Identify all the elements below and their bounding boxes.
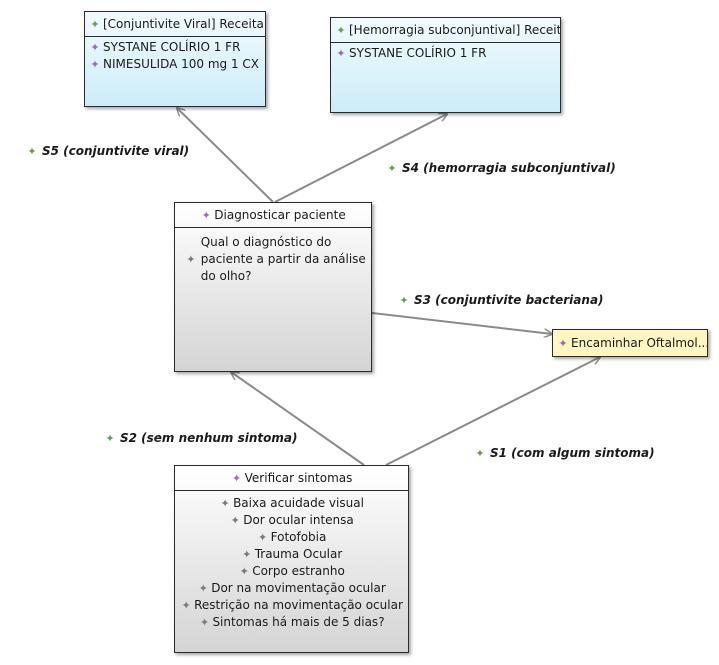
list-item[interactable]: ✦Dor ocular intensa: [230, 513, 354, 527]
sparkle-icon: ✦: [90, 41, 100, 54]
list-item[interactable]: ✦Trauma Ocular: [242, 547, 343, 561]
node-header: ✦Verificar sintomas: [175, 466, 408, 491]
edge-label-s1[interactable]: ✦S1 (com algum sintoma): [475, 446, 655, 460]
node-title: Diagnosticar paciente: [214, 208, 346, 222]
node-header: ✦Diagnosticar paciente: [175, 203, 371, 228]
list-item[interactable]: ✦SYSTANE COLÍRIO 1 FR: [90, 40, 241, 54]
node-header: ✦Encaminhar Oftalmol...: [553, 330, 707, 356]
node-title: Encaminhar Oftalmol...: [571, 336, 707, 350]
sparkle-icon: ✦: [232, 472, 242, 485]
node-verificar-sintomas[interactable]: ✦Verificar sintomas ✦Baixa acuidade visu…: [174, 465, 409, 653]
question-row[interactable]: ✦ Qual o diagnóstico do paciente a parti…: [175, 228, 371, 285]
edge-s3-line[interactable]: [371, 312, 552, 334]
node-title: Verificar sintomas: [244, 471, 353, 485]
edge-s2-line[interactable]: [231, 372, 365, 466]
node-body: ✦SYSTANE COLÍRIO 1 FR: [331, 43, 560, 64]
question-text: Qual o diagnóstico do paciente a partir …: [200, 235, 366, 283]
list-item[interactable]: ✦Restrição na movimentação ocular: [181, 598, 403, 612]
node-body: ✦Baixa acuidade visual ✦Dor ocular inten…: [175, 491, 408, 633]
sparkle-icon: ✦: [198, 582, 208, 595]
sparkle-icon: ✦: [336, 24, 346, 37]
edge-s1-line[interactable]: [385, 357, 600, 466]
node-hemorragia-subconjuntival-receita[interactable]: ✦[Hemorragia subconjuntival] Receita ✦SY…: [330, 17, 561, 113]
sparkle-icon: ✦: [201, 209, 211, 222]
node-title: [Hemorragia subconjuntival] Receita: [349, 23, 560, 37]
edge-label-s5[interactable]: ✦S5 (conjuntivite viral): [27, 144, 190, 158]
list-item[interactable]: ✦NIMESULIDA 100 mg 1 CX: [90, 57, 260, 71]
node-diagnosticar-paciente[interactable]: ✦Diagnosticar paciente ✦ Qual o diagnóst…: [174, 202, 372, 372]
list-item[interactable]: ✦Dor na movimentação ocular: [198, 581, 386, 595]
node-title: [Conjuntivite Viral] Receita: [103, 17, 264, 31]
sparkle-icon: ✦: [220, 497, 230, 510]
edge-label-s4[interactable]: ✦S4 (hemorragia subconjuntival): [387, 161, 616, 175]
sparkle-icon: ✦: [105, 432, 115, 445]
node-body: ✦SYSTANE COLÍRIO 1 FR ✦NIMESULIDA 100 mg…: [85, 37, 265, 75]
list-item[interactable]: ✦Sintomas há mais de 5 dias?: [199, 615, 385, 629]
sparkle-icon: ✦: [27, 145, 37, 158]
sparkle-icon: ✦: [242, 548, 252, 561]
node-header: ✦[Hemorragia subconjuntival] Receita: [331, 18, 560, 43]
edge-s4-line[interactable]: [274, 114, 447, 203]
sparkle-icon: ✦: [258, 531, 268, 544]
sparkle-icon: ✦: [387, 162, 397, 175]
sparkle-icon: ✦: [336, 47, 346, 60]
sparkle-icon: ✦: [239, 565, 249, 578]
sparkle-icon: ✦: [475, 447, 485, 460]
sparkle-icon: ✦: [558, 337, 568, 350]
edge-label-s3[interactable]: ✦S3 (conjuntivite bacteriana): [399, 293, 604, 307]
sparkle-icon: ✦: [399, 294, 409, 307]
list-item[interactable]: ✦Baixa acuidade visual: [220, 496, 364, 510]
sparkle-icon: ✦: [230, 514, 240, 527]
sparkle-icon: ✦: [90, 58, 100, 71]
sparkle-icon: ✦: [90, 18, 100, 31]
list-item[interactable]: ✦Fotofobia: [258, 530, 327, 544]
list-item[interactable]: ✦Corpo estranho: [239, 564, 345, 578]
edge-label-s2[interactable]: ✦S2 (sem nenhum sintoma): [105, 431, 298, 445]
edge-s5-line[interactable]: [177, 108, 274, 203]
sparkle-icon: ✦: [199, 616, 210, 629]
sparkle-icon: ✦: [181, 599, 191, 612]
node-encaminhar-oftalmol[interactable]: ✦Encaminhar Oftalmol...: [552, 329, 708, 357]
node-conjuntivite-viral-receita[interactable]: ✦[Conjuntivite Viral] Receita ✦SYSTANE C…: [84, 11, 266, 107]
node-header: ✦[Conjuntivite Viral] Receita: [85, 12, 265, 37]
list-item[interactable]: ✦SYSTANE COLÍRIO 1 FR: [336, 46, 487, 60]
sparkle-icon: ✦: [186, 253, 196, 266]
